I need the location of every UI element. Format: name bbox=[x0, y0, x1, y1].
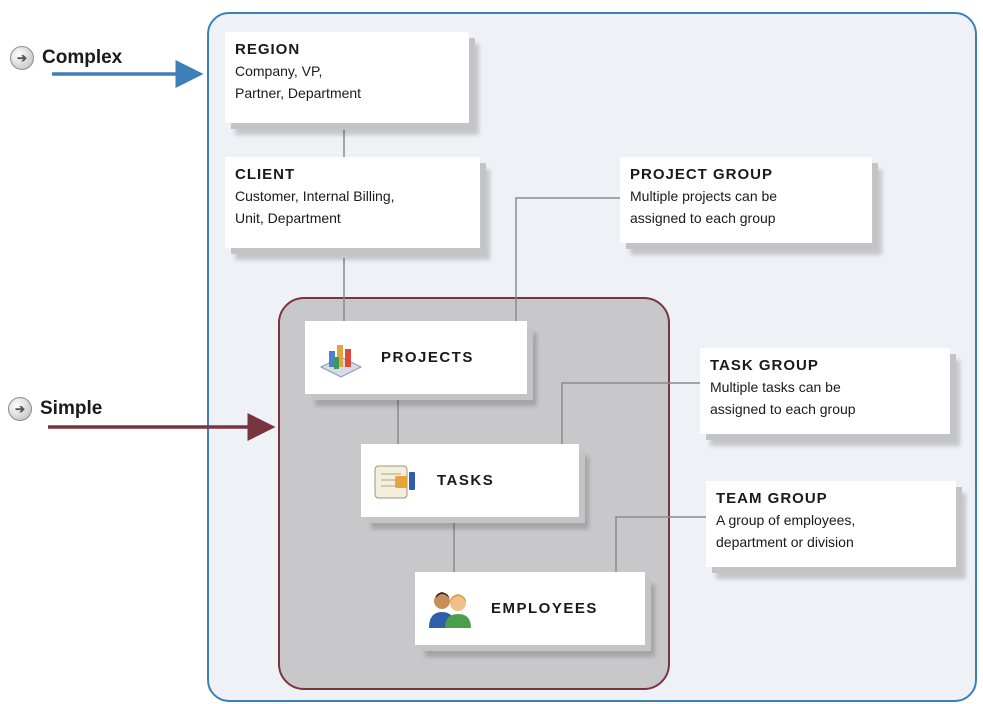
tasks-label: TASKS bbox=[437, 472, 495, 489]
team-group-line-1: A group of employees, bbox=[716, 512, 856, 528]
client-line-2: Unit, Department bbox=[235, 210, 341, 226]
connector-projectgroup-projects bbox=[515, 197, 620, 321]
tasks-node: TASKS bbox=[361, 444, 579, 517]
project-group-line-1: Multiple projects can be bbox=[630, 188, 778, 204]
task-group-line-1: Multiple tasks can be bbox=[710, 379, 841, 395]
region-line-1: Company, VP, bbox=[235, 63, 323, 79]
circle-arrow-icon: ➔ bbox=[8, 397, 32, 421]
region-line-2: Partner, Department bbox=[235, 85, 362, 101]
simple-label: ➔ Simple bbox=[8, 397, 102, 421]
client-box: CLIENT Customer, Internal Billing, Unit,… bbox=[225, 157, 480, 248]
client-line-1: Customer, Internal Billing, bbox=[235, 188, 395, 204]
region-box: REGION Company, VP, Partner, Department bbox=[225, 32, 469, 123]
tasks-scroll-icon bbox=[374, 465, 415, 498]
projects-node: PROJECTS bbox=[305, 321, 527, 394]
complex-label-text: Complex bbox=[42, 47, 123, 68]
connector-taskgroup-tasks bbox=[561, 382, 700, 444]
simple-label-text: Simple bbox=[40, 398, 103, 419]
projects-chart-icon bbox=[319, 344, 363, 378]
project-group-box: PROJECT GROUP Multiple projects can be a… bbox=[620, 157, 872, 243]
client-title: CLIENT bbox=[235, 166, 296, 183]
task-group-line-2: assigned to each group bbox=[710, 401, 856, 417]
project-group-title: PROJECT GROUP bbox=[630, 166, 774, 183]
team-group-line-2: department or division bbox=[716, 534, 854, 550]
complex-label: ➔ Complex bbox=[10, 46, 122, 70]
employees-people-icon bbox=[429, 591, 471, 628]
task-group-box: TASK GROUP Multiple tasks can be assigne… bbox=[700, 348, 950, 434]
connector-teamgroup-employees bbox=[615, 516, 706, 572]
team-group-title: TEAM GROUP bbox=[716, 490, 828, 507]
circle-arrow-icon: ➔ bbox=[10, 46, 34, 70]
projects-label: PROJECTS bbox=[381, 349, 474, 366]
team-group-box: TEAM GROUP A group of employees, departm… bbox=[706, 481, 956, 567]
task-group-title: TASK GROUP bbox=[710, 357, 819, 374]
project-group-line-2: assigned to each group bbox=[630, 210, 776, 226]
region-title: REGION bbox=[235, 41, 301, 58]
employees-node: EMPLOYEES bbox=[415, 572, 645, 645]
employees-label: EMPLOYEES bbox=[491, 600, 598, 617]
